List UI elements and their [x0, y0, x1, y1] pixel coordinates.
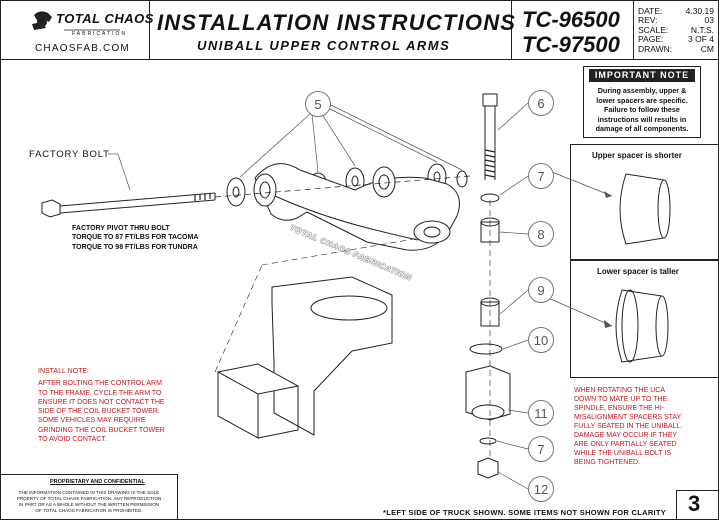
important-note-heading: IMPORTANT NOTE [589, 69, 695, 82]
callout-10: 10 [528, 327, 554, 353]
upper-spacer-drawing [619, 173, 671, 245]
factory-bolt-label: FACTORY BOLT [29, 149, 110, 160]
torque-spec: FACTORY PIVOT THRU BOLT TORQUE TO 87 FT/… [72, 225, 199, 251]
proprietary-text: THE INFORMATION CONTAINED IN THIS DRAWIN… [16, 490, 162, 513]
part-number-2: TC-97500 [522, 32, 620, 57]
part-number-1: TC-96500 [522, 7, 620, 32]
callout-7-upper: 7 [528, 163, 554, 189]
callout-12: 12 [528, 476, 554, 502]
install-note: INSTALL NOTE: AFTER BOLTING THE CONTROL … [38, 368, 165, 444]
drawing-meta: DATE:4.30.19 REV:03 SCALE:N.T.S. PAGE:3 … [638, 6, 714, 54]
callout-6: 6 [528, 90, 554, 116]
leader-lines [108, 102, 613, 490]
factory-bolt-part [41, 192, 216, 218]
brand-logo [32, 11, 120, 31]
meta-drawn: DRAWN:CM [638, 43, 714, 54]
callout-7-lower: 7 [528, 436, 554, 462]
page-number: 3 [688, 491, 701, 516]
callout-8: 8 [528, 221, 554, 247]
lower-spacer-drawing [615, 289, 669, 363]
leader-arrowheads [604, 191, 612, 328]
meta-scale: SCALE:N.T.S. [638, 24, 714, 35]
brand-name: TOTAL CHAOS [56, 11, 154, 26]
proprietary-heading: PROPRIETARY AND CONFIDENTIAL [50, 479, 145, 485]
rotate-note: WHEN ROTATING THE UCA DOWN TO MATE UP TO… [574, 387, 683, 466]
important-note-box [583, 66, 701, 138]
lower-spacer-label: Lower spacer is taller [597, 267, 679, 276]
meta-rev: REV:03 [638, 15, 714, 26]
callout-5: 5 [305, 91, 331, 117]
uniball-hardware-stack [465, 93, 511, 479]
important-note-text: During assembly, upper & lower spacers a… [595, 86, 689, 134]
coil-bucket-tower [216, 276, 393, 439]
page-title: INSTALLATION INSTRUCTIONS [157, 10, 517, 35]
control-arm [253, 163, 460, 251]
callout-11: 11 [528, 400, 554, 426]
footer-note: *LEFT SIDE OF TRUCK SHOWN. SOME ITEMS NO… [383, 508, 667, 517]
page-subtitle: UNIBALL UPPER CONTROL ARMS [197, 38, 451, 53]
upper-spacer-label: Upper spacer is shorter [592, 151, 682, 160]
meta-page: PAGE:3 OF 4 [638, 34, 714, 45]
brand-subline: FABRICATION [72, 31, 127, 37]
meta-date: DATE:4.30.19 [638, 6, 714, 16]
callout-9: 9 [528, 277, 554, 303]
brand-website: CHAOSFAB.COM [35, 43, 130, 54]
